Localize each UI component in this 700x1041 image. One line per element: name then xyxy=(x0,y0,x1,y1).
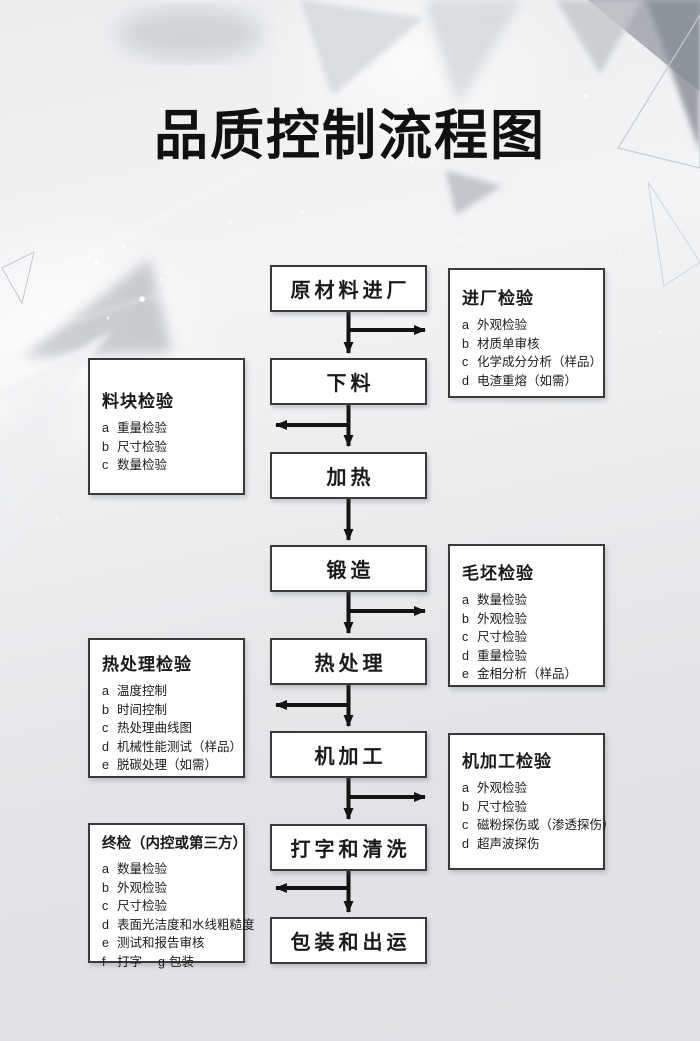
facet-shape xyxy=(22,258,172,358)
page-title: 品质控制流程图 xyxy=(154,106,546,166)
flow-step-label: 机加工 xyxy=(314,746,387,768)
paper-plane-shape xyxy=(445,170,502,215)
flow-step-marking-cleaning: 打字和清洗 xyxy=(270,824,427,871)
soft-smudge xyxy=(118,8,262,60)
flow-step-label: 热处理 xyxy=(314,653,387,675)
flow-step-label: 打字和清洗 xyxy=(290,839,411,861)
flow-step-label: 锻造 xyxy=(326,560,375,582)
inspection-title: 毛坯检验 xyxy=(462,564,534,583)
paper-plane-shape xyxy=(300,0,424,96)
inspection-title: 进厂检验 xyxy=(462,289,534,308)
outline-triangle xyxy=(1,251,35,305)
flow-step-blanking: 下料 xyxy=(270,358,427,405)
flow-step-heat-treatment: 热处理 xyxy=(270,638,427,685)
outline-triangle xyxy=(617,13,700,169)
inspection-title: 料块检验 xyxy=(102,392,174,411)
light-ray xyxy=(0,95,301,253)
paper-plane-shape xyxy=(424,0,522,106)
flow-step-label: 加热 xyxy=(326,467,375,489)
flow-step-machining: 机加工 xyxy=(270,731,427,778)
outline-triangle xyxy=(647,181,700,287)
inspection-title: 终检（内控或第三方） xyxy=(102,836,247,852)
facet-shape xyxy=(556,0,642,74)
flow-step-raw-material-in: 原材料进厂 xyxy=(270,265,427,312)
inspection-title: 热处理检验 xyxy=(102,655,192,674)
flow-step-label: 包装和出运 xyxy=(290,932,411,954)
flow-step-label: 原材料进厂 xyxy=(290,280,411,302)
facet-shape xyxy=(0,330,112,440)
flow-step-forging: 锻造 xyxy=(270,545,427,592)
light-ray xyxy=(0,266,245,346)
background-glow-top xyxy=(240,0,580,180)
inspection-title: 机加工检验 xyxy=(462,752,552,771)
flow-step-packing-shipping: 包装和出运 xyxy=(270,917,427,964)
flow-step-heating: 加热 xyxy=(270,452,427,499)
light-ray xyxy=(0,162,263,304)
flow-step-label: 下料 xyxy=(326,373,375,395)
facet-shape xyxy=(0,382,92,560)
